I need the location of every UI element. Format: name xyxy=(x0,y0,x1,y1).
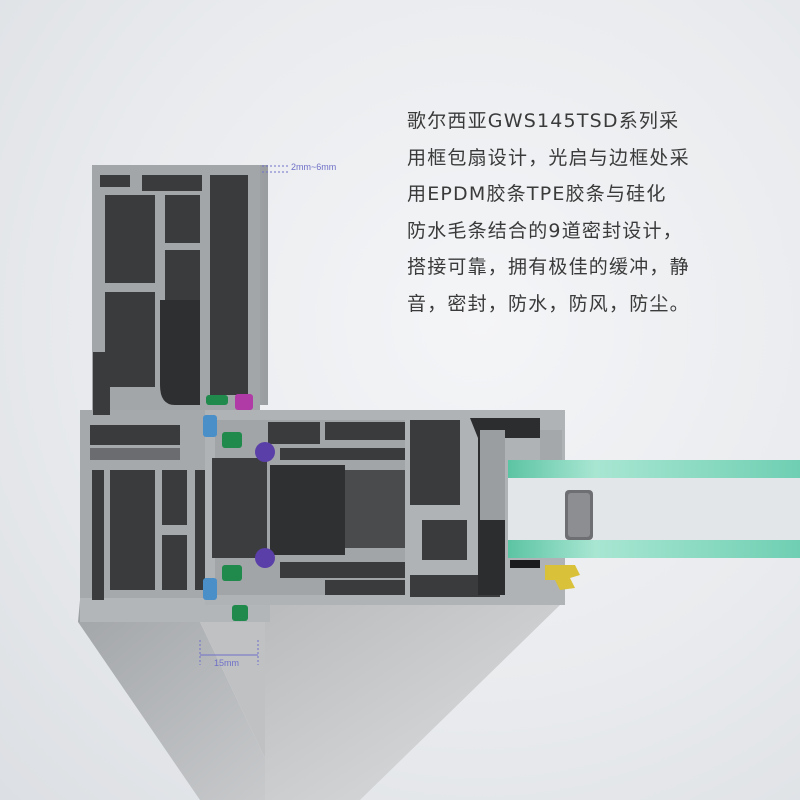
green-seal-1 xyxy=(222,432,242,448)
dimension-markers xyxy=(199,165,290,665)
product-description: 歌尔西亚GWS145TSD系列采 用框包扇设计，光启与边框处采 用EPDM胶条T… xyxy=(407,103,752,322)
description-line: 歌尔西亚GWS145TSD系列采 xyxy=(407,110,680,132)
purple-seal-lower xyxy=(255,548,275,568)
glazing-bead-seal xyxy=(510,560,540,568)
frame-cavities xyxy=(93,175,248,415)
description-line: 用框包扇设计，光启与边框处采 xyxy=(407,146,690,169)
description-line: 防水毛条结合的9道密封设计， xyxy=(407,219,683,242)
magenta-seal xyxy=(235,394,253,410)
description-line: 用EPDM胶条TPE胶条与硅化 xyxy=(407,183,667,205)
yellow-seal xyxy=(545,565,580,590)
green-seal-3 xyxy=(232,605,248,621)
gaskets xyxy=(203,394,580,621)
green-seal-2 xyxy=(222,565,242,581)
purple-seal-upper xyxy=(255,442,275,462)
lower-frame-cavities xyxy=(90,425,205,600)
blue-seal-upper xyxy=(203,415,217,437)
sash-profile xyxy=(205,410,565,605)
description-line: 音，密封，防水，防风，防尘。 xyxy=(407,292,690,315)
profile-extrusion xyxy=(78,600,560,800)
insulated-glass xyxy=(508,460,800,558)
overlap-dimension-label: 15mm xyxy=(214,658,240,668)
green-seal-top xyxy=(206,395,228,405)
description-line: 搭接可靠，拥有极佳的缓冲，静 xyxy=(407,256,690,278)
blue-seal-lower xyxy=(203,578,217,600)
gap-dimension-label: 2mm~6mm xyxy=(291,162,337,172)
